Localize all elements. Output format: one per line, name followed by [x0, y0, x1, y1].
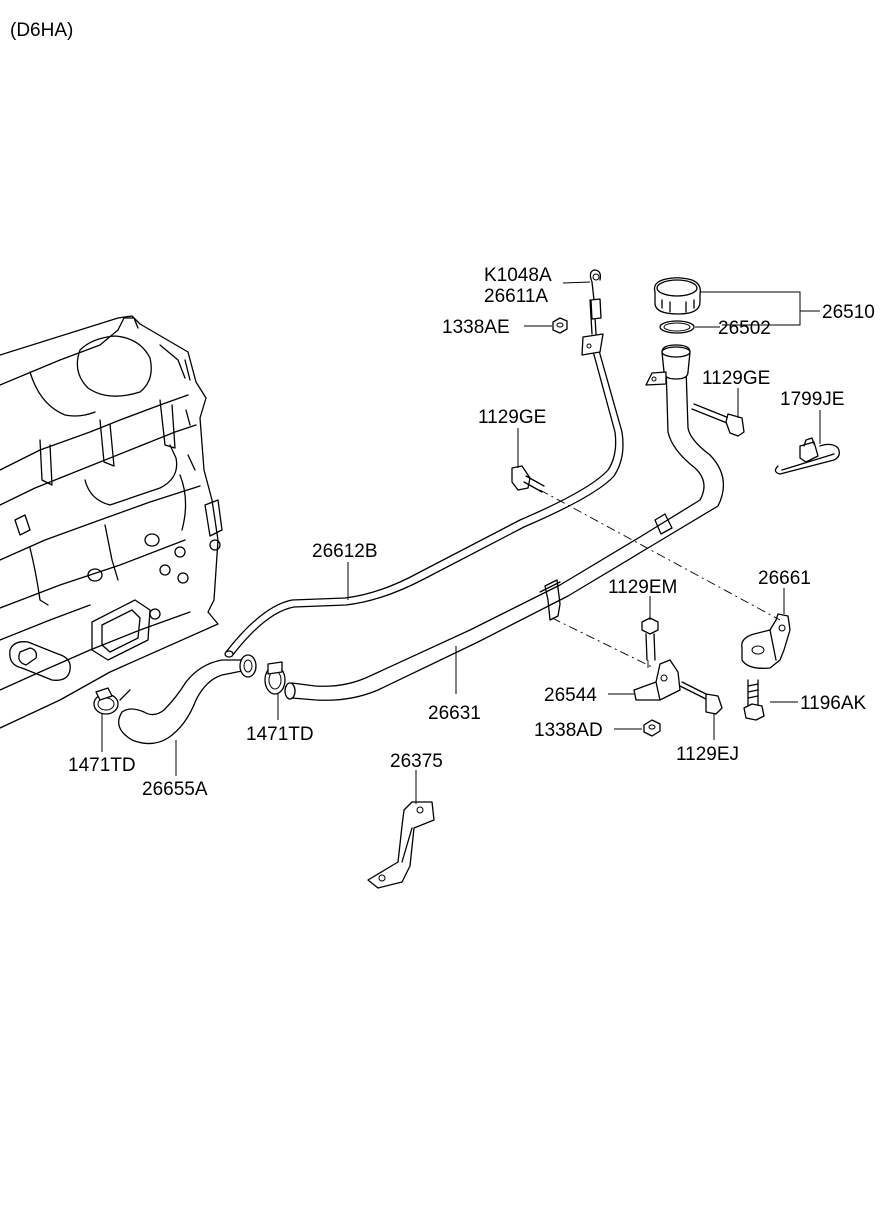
- bolt-1129ej-drawing: [679, 681, 723, 715]
- label-1129ej[interactable]: 1129EJ: [676, 744, 739, 765]
- label-1338ae[interactable]: 1338AE: [442, 317, 510, 338]
- label-1129ge-upper[interactable]: 1129GE: [702, 368, 770, 389]
- label-26375[interactable]: 26375: [390, 751, 443, 772]
- oil-filler-cap-drawing: [653, 277, 701, 334]
- label-1129ge-left[interactable]: 1129GE: [478, 407, 546, 428]
- label-26502[interactable]: 26502: [718, 318, 771, 339]
- hose-clamp-right-drawing: [264, 661, 286, 695]
- label-26655a[interactable]: 26655A: [142, 779, 208, 800]
- label-1129em[interactable]: 1129EM: [608, 577, 677, 598]
- model-code: (D6HA): [10, 20, 73, 41]
- nut-1338ad-drawing: [643, 719, 661, 737]
- label-26612b[interactable]: 26612B: [312, 541, 378, 562]
- bolt-1196ak-drawing: [743, 679, 765, 721]
- label-26510[interactable]: 26510: [822, 302, 875, 323]
- oil-filler-pipe-drawing: [284, 344, 725, 701]
- band-clamp-1799je-drawing: [774, 437, 840, 475]
- leader-lines: [101, 281, 821, 804]
- label-26661[interactable]: 26661: [758, 568, 811, 589]
- engine-block-drawing: [0, 315, 223, 729]
- label-1799je[interactable]: 1799JE: [780, 389, 844, 410]
- bracket-26544-drawing: [633, 659, 681, 701]
- bolt-1129ge-left-drawing: [511, 465, 545, 493]
- hose-clamp-left-drawing: [93, 687, 119, 715]
- label-26611a[interactable]: 26611A: [484, 286, 548, 307]
- label-1196ak[interactable]: 1196AK: [800, 693, 867, 714]
- part-labels: K1048A 26611A 1338AE 26510 26502 1129GE …: [68, 265, 875, 800]
- alignment-lines: [539, 489, 781, 669]
- bolt-1129ge-upper-drawing: [691, 403, 745, 437]
- label-k1048a[interactable]: K1048A: [484, 265, 552, 286]
- bracket-26661-drawing: [741, 613, 791, 669]
- label-1471td-left[interactable]: 1471TD: [68, 755, 136, 776]
- nut-1338ae-drawing: [552, 317, 568, 334]
- label-1338ad[interactable]: 1338AD: [534, 720, 603, 741]
- hose-26655a-drawing: [118, 654, 257, 745]
- bracket-26375-drawing: [367, 801, 435, 889]
- dipstick-guide-tube-drawing: [224, 299, 624, 658]
- dipstick-drawing: [589, 269, 602, 320]
- bolt-1129em-drawing: [641, 617, 659, 661]
- label-1471td-right[interactable]: 1471TD: [246, 724, 314, 745]
- label-26631[interactable]: 26631: [428, 703, 481, 724]
- label-26544[interactable]: 26544: [544, 685, 597, 706]
